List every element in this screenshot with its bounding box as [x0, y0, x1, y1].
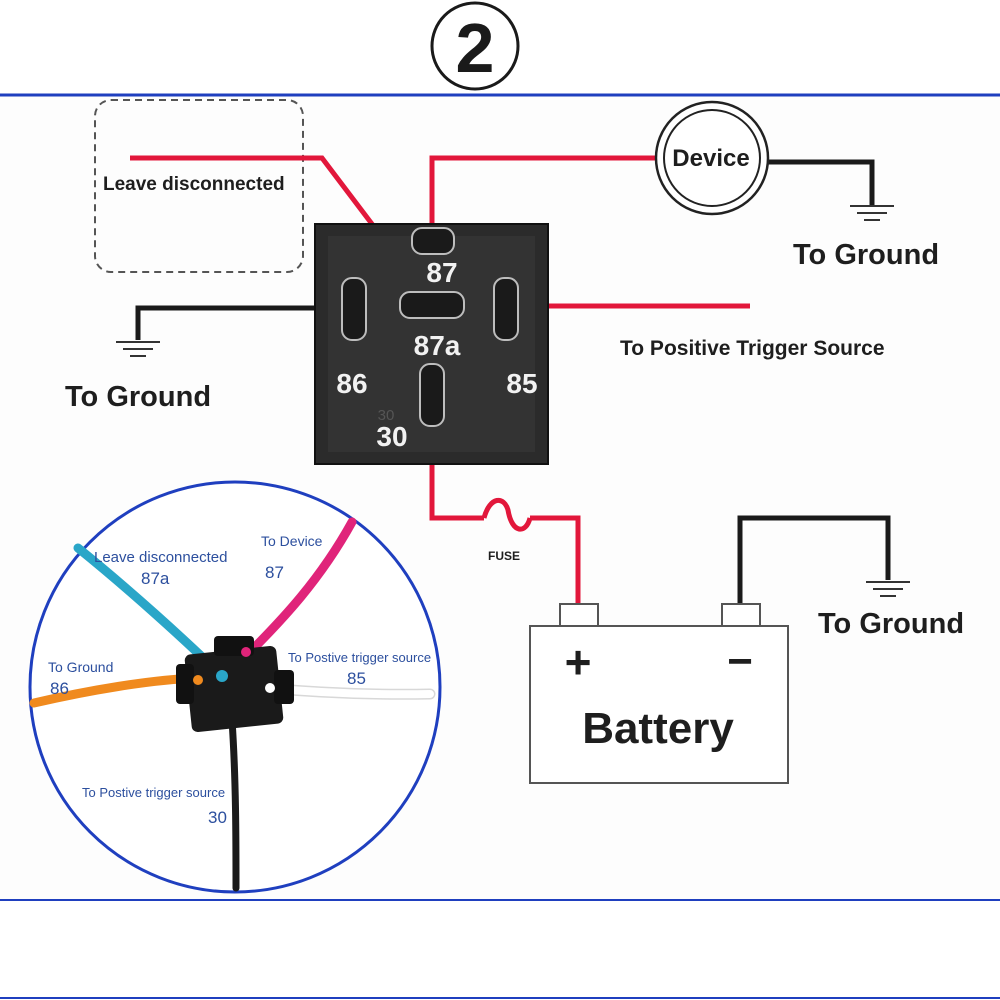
- to-ground-device-label: To Ground: [793, 239, 939, 271]
- socket-icon: [176, 636, 294, 733]
- pin-30-small-label: 30: [378, 407, 395, 424]
- socket-inset: [28, 480, 442, 894]
- inset-to-ground-label: To Ground: [48, 659, 113, 675]
- pin-86-label: 86: [336, 368, 367, 399]
- battery-plus: +: [565, 636, 592, 688]
- battery-minus: −: [727, 637, 753, 686]
- pin-87-label: 87: [426, 257, 457, 288]
- inset-wire-30: [228, 716, 240, 892]
- inset-trigger-30-label: To Postive trigger source: [82, 785, 225, 800]
- inset-87a-label: 87a: [141, 569, 170, 588]
- inset-wire-87: [243, 517, 357, 659]
- fuse-icon: [481, 498, 533, 532]
- wire-device-ground: [768, 159, 875, 205]
- inset-86-label: 86: [50, 679, 69, 698]
- inset-to-device-label: To Device: [261, 533, 323, 549]
- ground-icon: [116, 341, 160, 357]
- inset-trigger-85-label: To Postive trigger source: [288, 650, 431, 665]
- pin-87-slot: [411, 227, 455, 255]
- device-icon: [654, 100, 770, 216]
- battery-label: Battery: [582, 704, 734, 753]
- to-ground-battery-label: To Ground: [818, 608, 964, 640]
- wire-fuse-battery: [530, 515, 581, 604]
- pin-85-slot: [493, 277, 519, 341]
- inset-leave-disconnected-label: Leave disconnected: [94, 549, 227, 566]
- device-label: Device: [672, 145, 749, 172]
- pin-85-label: 85: [506, 368, 537, 399]
- relay-icon: [314, 223, 549, 465]
- inset-87-label: 87: [265, 563, 284, 582]
- pin-87a-label: 87a: [414, 330, 461, 361]
- pin-30-slot: [419, 363, 445, 427]
- ground-icon: [850, 205, 894, 221]
- to-ground-86-label: To Ground: [65, 381, 211, 413]
- inset-85-label: 85: [347, 669, 366, 688]
- to-positive-trigger-label: To Positive Trigger Source: [620, 337, 885, 360]
- battery-icon: [529, 603, 789, 784]
- pin-30-label: 30: [376, 421, 407, 452]
- inset-30-label: 30: [208, 808, 227, 827]
- step-badge: 2: [430, 1, 520, 91]
- ground-icon: [866, 581, 910, 597]
- pin-87a-slot: [399, 291, 465, 319]
- wire-87-device: [429, 155, 662, 232]
- wire-86-ground: [135, 305, 362, 340]
- fuse-label: FUSE: [488, 549, 520, 563]
- pin-86-slot: [341, 277, 367, 341]
- leave-disconnected-box: [94, 99, 304, 273]
- leave-disconnected-label: Leave disconnected: [103, 174, 285, 195]
- step-number: 2: [456, 9, 495, 87]
- wire-battery-ground: [737, 515, 891, 604]
